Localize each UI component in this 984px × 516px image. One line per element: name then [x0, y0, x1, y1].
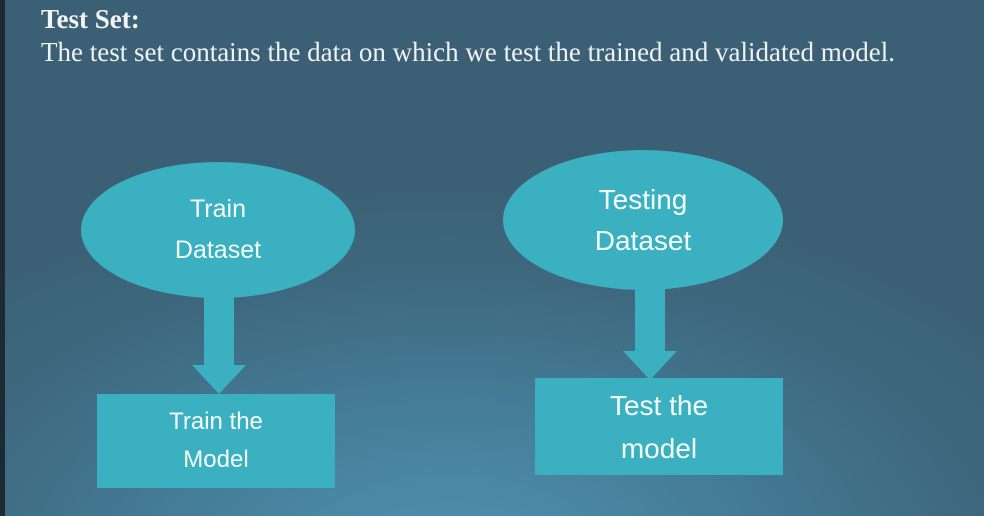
right-down-arrow: [623, 288, 677, 380]
train-ellipse-line2: Dataset: [174, 236, 262, 264]
left-down-arrow: [192, 296, 246, 394]
test-box-line2: model: [620, 432, 698, 464]
test-box-line1: Test the: [609, 389, 709, 421]
train-ellipse-line1: Train: [189, 195, 246, 223]
train-box-line1: Train the: [169, 408, 263, 435]
test-model-box: Test the model: [535, 378, 783, 475]
left-edge-bar: [0, 0, 5, 516]
test-ellipse-line2: Dataset: [594, 225, 692, 256]
slide-title: Test Set:: [41, 4, 140, 34]
slide-description: The test set contains the data on which …: [41, 37, 895, 67]
test-ellipse-line1: Testing: [598, 184, 688, 215]
train-box-line2: Model: [183, 446, 249, 473]
